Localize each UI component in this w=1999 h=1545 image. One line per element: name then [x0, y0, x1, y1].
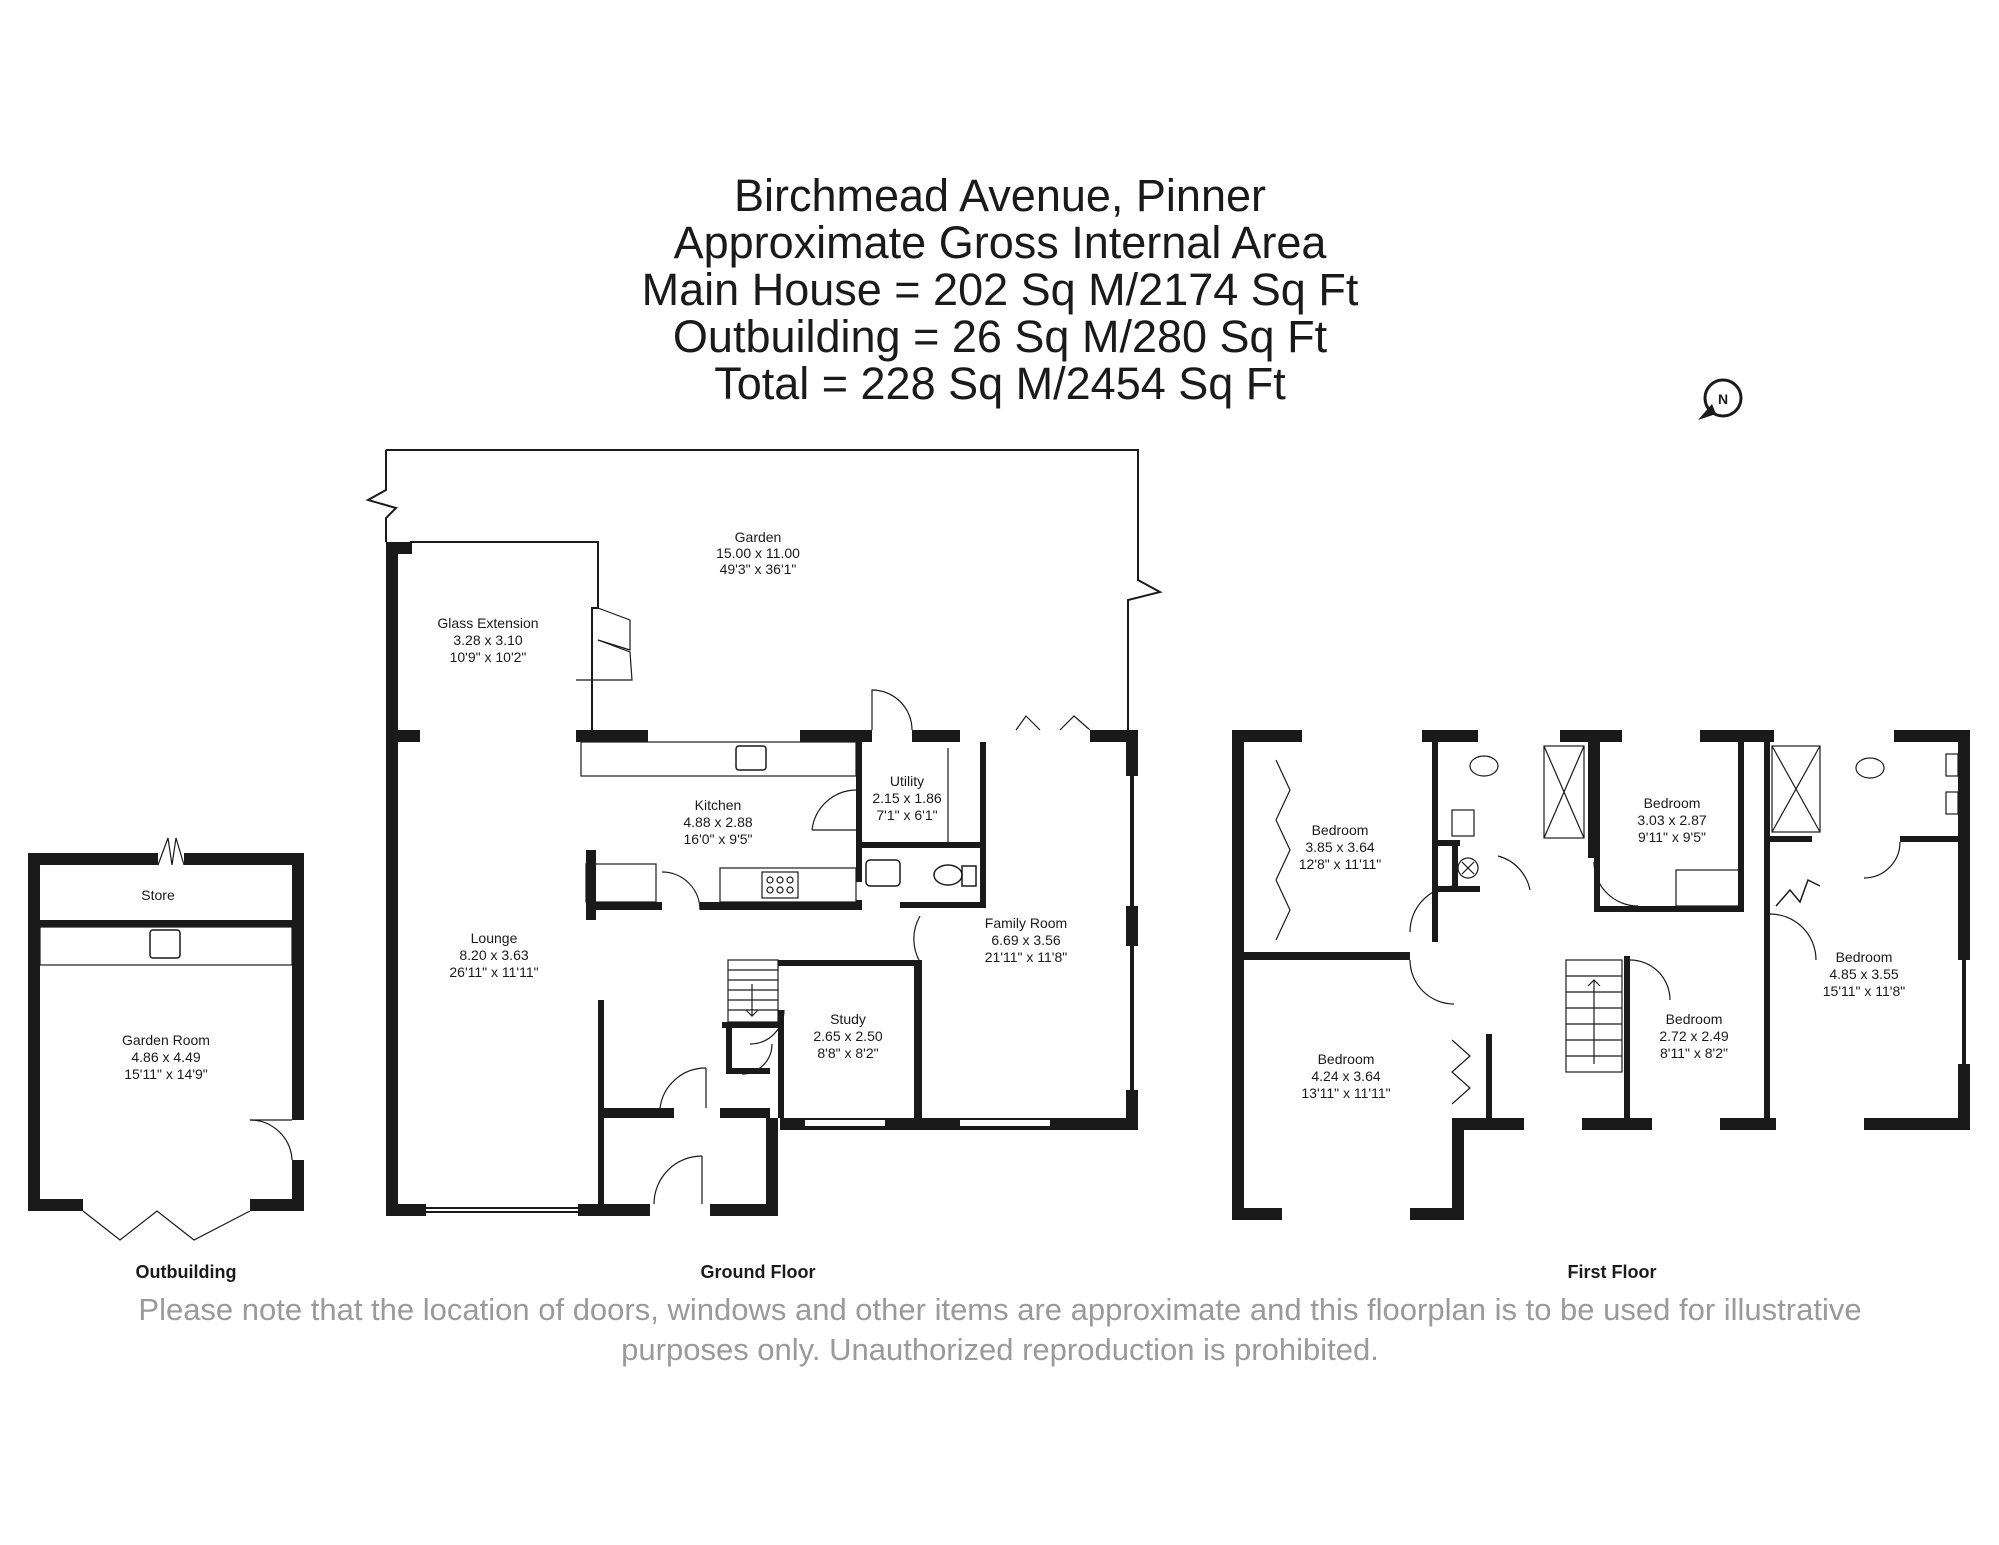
bedroom-1-imperial: 12'8" x 11'11"	[1299, 856, 1382, 872]
study-imperial: 8'8" x 8'2"	[817, 1045, 878, 1061]
lounge-imperial: 26'11" x 11'11"	[449, 964, 538, 980]
lounge-metric: 8.20 x 3.63	[459, 947, 528, 963]
bedroom-4-imperial: 8'11" x 8'2"	[1660, 1045, 1728, 1061]
family-room-imperial: 21'11" x 11'8"	[985, 949, 1068, 965]
garden-name: Garden	[735, 529, 782, 545]
bedroom-1-name: Bedroom	[1312, 822, 1369, 838]
bedroom-1-metric: 3.85 x 3.64	[1305, 839, 1374, 855]
bedroom-2-name: Bedroom	[1644, 795, 1701, 811]
family-room-metric: 6.69 x 3.56	[991, 932, 1060, 948]
bedroom-4-name: Bedroom	[1666, 1011, 1723, 1027]
garden-room-metric: 4.86 x 4.49	[131, 1049, 200, 1065]
ground-floor-label: Ground Floor	[701, 1262, 816, 1282]
garden-metric: 15.00 x 11.00	[716, 545, 800, 561]
compass-letter: N	[1718, 391, 1728, 407]
bedroom-2-imperial: 9'11" x 9'5"	[1638, 829, 1706, 845]
glass-extension-name: Glass Extension	[437, 615, 538, 631]
title-block: Birchmead Avenue, Pinner Approximate Gro…	[540, 172, 1460, 407]
garden-room-name: Garden Room	[122, 1032, 210, 1048]
first-floor-label: First Floor	[1568, 1262, 1657, 1282]
disclaimer-line-1: Please note that the location of doors, …	[138, 1292, 1862, 1327]
area-heading: Approximate Gross Internal Area	[673, 217, 1327, 268]
family-room-name: Family Room	[985, 915, 1067, 931]
disclaimer: Please note that the location of doors, …	[40, 1290, 1960, 1370]
glass-extension-imperial: 10'9" x 10'2"	[450, 649, 527, 665]
bedroom-4-metric: 2.72 x 2.49	[1659, 1028, 1728, 1044]
kitchen-imperial: 16'0" x 9'5"	[684, 831, 753, 847]
study-metric: 2.65 x 2.50	[813, 1028, 882, 1044]
bedroom-3-imperial: 15'11" x 11'8"	[1823, 983, 1906, 999]
total-area: Total = 228 Sq M/2454 Sq Ft	[714, 358, 1286, 409]
bedroom-5-metric: 4.24 x 3.64	[1311, 1068, 1380, 1084]
store-name: Store	[141, 887, 175, 903]
outbuilding-label: Outbuilding	[136, 1262, 237, 1282]
glass-extension-metric: 3.28 x 3.10	[453, 632, 522, 648]
first-floor-plan: Bedroom 3.85 x 3.64 12'8" x 11'11" Bedro…	[1232, 730, 1970, 1220]
disclaimer-line-2: purposes only. Unauthorized reproduction…	[621, 1332, 1379, 1367]
kitchen-metric: 4.88 x 2.88	[683, 814, 752, 830]
outbuilding-area: Outbuilding = 26 Sq M/280 Sq Ft	[672, 311, 1328, 362]
kitchen-name: Kitchen	[695, 797, 742, 813]
north-arrow-icon: N	[1698, 378, 1743, 420]
lounge-name: Lounge	[471, 930, 518, 946]
garden-imperial: 49'3" x 36'1"	[720, 561, 797, 577]
main-house-area: Main House = 202 Sq M/2174 Sq Ft	[641, 264, 1359, 315]
bedroom-2-metric: 3.03 x 2.87	[1637, 812, 1706, 828]
bedroom-5-name: Bedroom	[1318, 1051, 1375, 1067]
utility-imperial: 7'1" x 6'1"	[876, 807, 937, 823]
outbuilding-plan: Store Garden Room 4.86 x 4.49 15'11" x 1…	[28, 837, 304, 1241]
utility-metric: 2.15 x 1.86	[872, 790, 941, 806]
bedroom-3-metric: 4.85 x 3.55	[1829, 966, 1898, 982]
ground-floor-plan: Garden 15.00 x 11.00 49'3" x 36'1" Glass…	[365, 449, 1163, 1216]
property-address: Birchmead Avenue, Pinner	[733, 170, 1266, 221]
garden-room-imperial: 15'11" x 14'9"	[124, 1066, 208, 1082]
bedroom-3-name: Bedroom	[1836, 949, 1893, 965]
utility-name: Utility	[890, 773, 924, 789]
study-name: Study	[830, 1011, 866, 1027]
bedroom-5-imperial: 13'11" x 11'11"	[1301, 1085, 1390, 1101]
